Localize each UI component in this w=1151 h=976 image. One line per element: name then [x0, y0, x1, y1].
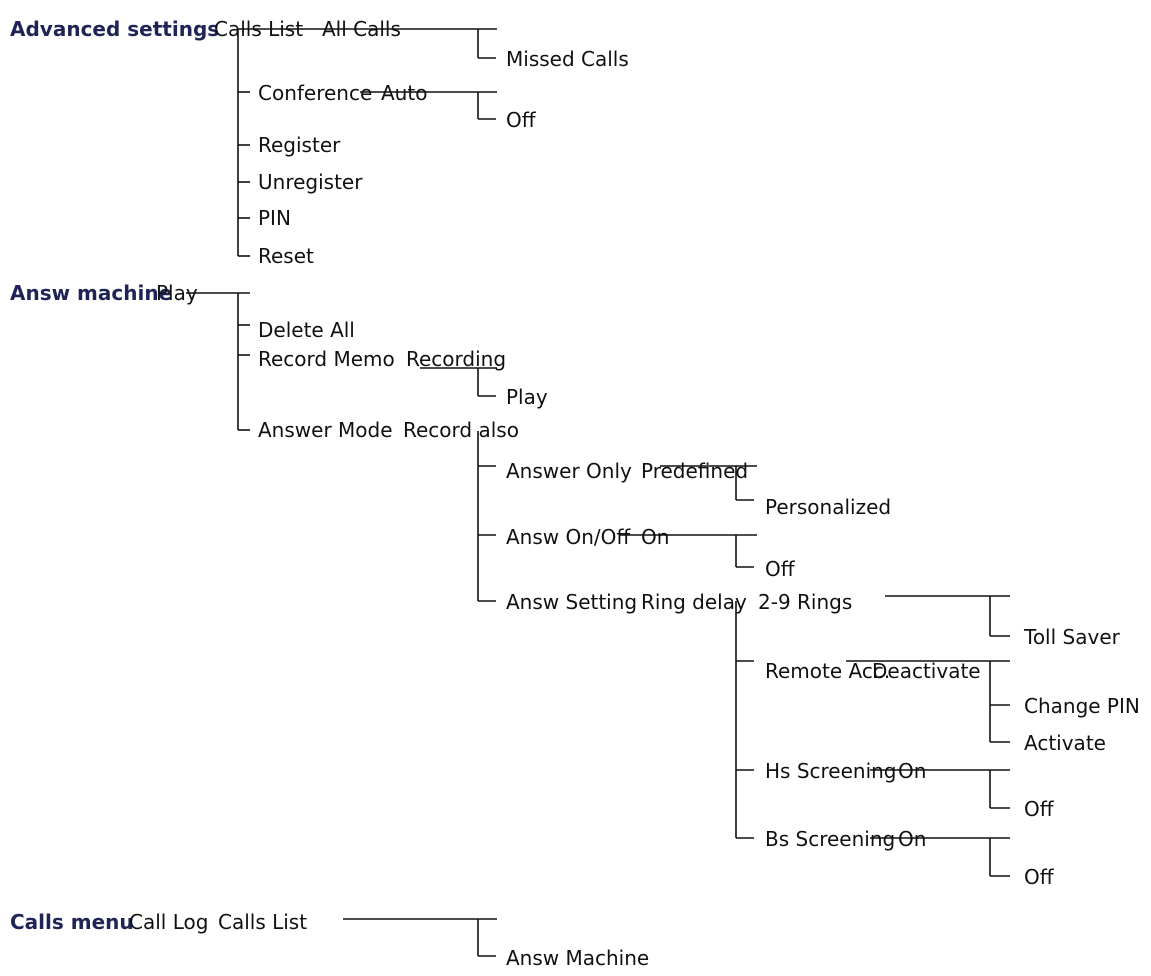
- reset-node: Reset: [258, 244, 314, 268]
- unregister-node: Unregister: [258, 170, 363, 194]
- bs-screening-on-option: On: [898, 827, 927, 851]
- calls-menu-calls-list-option: Calls List: [218, 910, 308, 934]
- conference-auto-option: Auto: [381, 81, 428, 105]
- calls-list-node: Calls List: [214, 17, 304, 41]
- conference-off-option: Off: [506, 108, 536, 132]
- answ-setting-node: Answ Setting: [506, 590, 638, 614]
- answer-only-option: Answer Only: [506, 459, 632, 483]
- register-node: Register: [258, 133, 341, 157]
- call-log-node: Call Log: [129, 910, 209, 934]
- answ-machine-heading: Answ machine: [10, 281, 173, 305]
- missed-calls-option: Missed Calls: [506, 47, 629, 71]
- deactivate-option: Deactivate: [872, 659, 981, 683]
- personalized-option: Personalized: [765, 495, 892, 519]
- change-pin-option: Change PIN: [1024, 694, 1140, 718]
- answ-onoff-on-option: On: [641, 525, 670, 549]
- delete-all-node: Delete All: [258, 318, 355, 342]
- pin-node: PIN: [258, 206, 291, 230]
- toll-saver-option: Toll Saver: [1024, 625, 1120, 649]
- memo-play-option: Play: [506, 385, 548, 409]
- calls-menu-heading: Calls menu: [10, 910, 134, 934]
- activate-option: Activate: [1024, 731, 1106, 755]
- answ-onoff-node: Answ On/Off: [506, 525, 631, 549]
- ring-delay-node: Ring delay: [641, 590, 747, 614]
- answ-machine-option: Answ Machine: [506, 946, 650, 970]
- rings-option: 2-9 Rings: [758, 590, 853, 614]
- all-calls-option: All Calls: [322, 17, 401, 41]
- bs-screening-off-option: Off: [1024, 865, 1054, 889]
- recording-option: Recording: [406, 347, 507, 371]
- play-node: Play: [156, 281, 198, 305]
- conference-node: Conference: [258, 81, 373, 105]
- hs-screening-node: Hs Screening: [765, 759, 897, 783]
- predefined-option: Predefined: [641, 459, 749, 483]
- advanced-settings-heading: Advanced settings: [10, 17, 220, 41]
- remote-acc-node: Remote Acc.: [765, 659, 891, 683]
- hs-screening-on-option: On: [898, 759, 927, 783]
- record-also-option: Record also: [403, 418, 519, 442]
- answ-onoff-off-option: Off: [765, 557, 795, 581]
- record-memo-node: Record Memo: [258, 347, 395, 371]
- bs-screening-node: Bs Screening: [765, 827, 896, 851]
- hs-screening-off-option: Off: [1024, 797, 1054, 821]
- answer-mode-node: Answer Mode: [258, 418, 393, 442]
